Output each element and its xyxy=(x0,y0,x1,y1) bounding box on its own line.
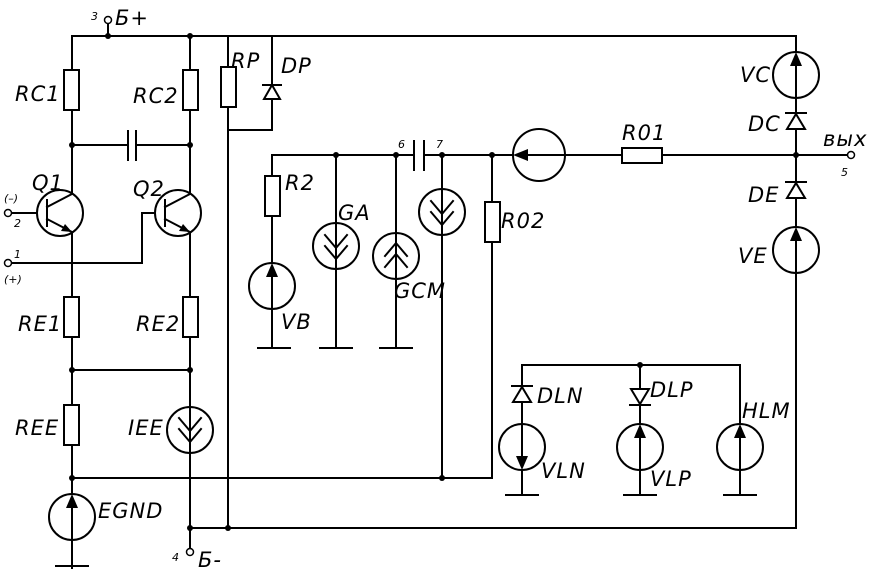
label-ga: GA xyxy=(338,201,371,225)
pin-7: 7 xyxy=(436,138,443,151)
pin-2: 2 xyxy=(14,217,21,230)
label-vln: VLN xyxy=(541,459,586,483)
resistors xyxy=(63,66,663,446)
label-egnd: EGND xyxy=(98,499,163,523)
capacitors xyxy=(127,130,425,171)
pin-minus: (–) xyxy=(4,192,18,205)
resistor-re2 xyxy=(182,296,199,338)
label-r01: R01 xyxy=(622,121,666,145)
current-source-gcm xyxy=(372,232,420,280)
transistor-q2 xyxy=(154,189,202,237)
label-bplus: Б+ xyxy=(115,6,149,30)
voltage-source-vb xyxy=(248,262,296,310)
label-gcm: GCM xyxy=(394,279,446,303)
label-ve: VE xyxy=(738,244,768,268)
label-vb: VB xyxy=(281,310,312,334)
label-rc1: RC1 xyxy=(15,82,61,106)
terminals xyxy=(3,15,856,557)
wires xyxy=(9,23,849,569)
pin-plus: (+) xyxy=(4,273,22,286)
terminal-4 xyxy=(185,547,195,557)
label-rc2: RC2 xyxy=(133,84,179,108)
resistor-r02 xyxy=(484,201,501,243)
diodes xyxy=(262,82,807,406)
pin-5: 5 xyxy=(841,166,848,179)
terminal-1 xyxy=(3,258,13,268)
voltage-source-vlp xyxy=(616,423,664,471)
label-r02: R02 xyxy=(501,209,545,233)
label-dc: DC xyxy=(748,112,781,136)
capacitor-coupling xyxy=(127,130,137,161)
label-q2: Q2 xyxy=(133,177,165,201)
current-source-iee xyxy=(166,406,214,454)
label-q1: Q1 xyxy=(32,171,64,195)
diode-dc xyxy=(785,112,807,130)
resistor-ree xyxy=(63,404,80,446)
label-re1: RE1 xyxy=(18,312,62,336)
terminal-5 xyxy=(846,150,856,160)
diode-de xyxy=(785,181,807,199)
resistor-r01 xyxy=(621,147,663,164)
pin-6: 6 xyxy=(398,138,405,151)
resistor-rc1 xyxy=(63,69,80,111)
transistor-q1 xyxy=(36,189,84,237)
pin-3: 3 xyxy=(91,10,98,23)
label-re2: RE2 xyxy=(136,312,180,336)
label-hlm: HLM xyxy=(742,399,791,423)
label-dlp: DLP xyxy=(650,378,694,402)
label-ree: REE xyxy=(15,416,59,440)
capacitor-6-7 xyxy=(413,140,425,171)
diode-dln xyxy=(511,385,533,403)
pin-labels: 3 (–) 2 1 (+) 4 5 6 7 xyxy=(4,10,848,564)
label-iee: IEE xyxy=(128,416,164,440)
label-dp: DP xyxy=(281,54,312,78)
label-bminus: Б- xyxy=(198,548,222,570)
resistor-r2 xyxy=(264,175,281,217)
label-dln: DLN xyxy=(537,384,584,408)
voltage-source-egnd xyxy=(48,493,96,541)
voltage-source-ve xyxy=(772,226,820,274)
current-source-node7 xyxy=(418,188,466,236)
pin-1: 1 xyxy=(14,248,21,261)
current-source-ga xyxy=(312,222,360,270)
label-out: вых xyxy=(823,127,867,151)
terminal-2 xyxy=(3,208,13,218)
diode-dlp xyxy=(629,388,651,406)
label-de: DE xyxy=(748,183,779,207)
terminal-3 xyxy=(103,15,113,25)
label-vc: VC xyxy=(740,63,771,87)
labels: Б+ Б- RC1 RC2 RP DP Q1 Q2 RE1 RE2 REE IE… xyxy=(15,6,867,570)
junctions xyxy=(69,33,799,531)
voltage-source-vc xyxy=(772,51,820,99)
diode-dp xyxy=(262,82,282,100)
resistor-re1 xyxy=(63,296,80,338)
voltage-source-hlm xyxy=(716,423,764,471)
resistor-rc2 xyxy=(182,69,199,111)
resistor-rp xyxy=(220,66,237,108)
label-r2: R2 xyxy=(285,171,315,195)
voltage-source-bus xyxy=(512,128,566,182)
pin-4: 4 xyxy=(172,551,179,564)
voltage-source-vln xyxy=(498,423,546,471)
label-vlp: VLP xyxy=(650,467,692,491)
label-rp: RP xyxy=(231,49,260,73)
